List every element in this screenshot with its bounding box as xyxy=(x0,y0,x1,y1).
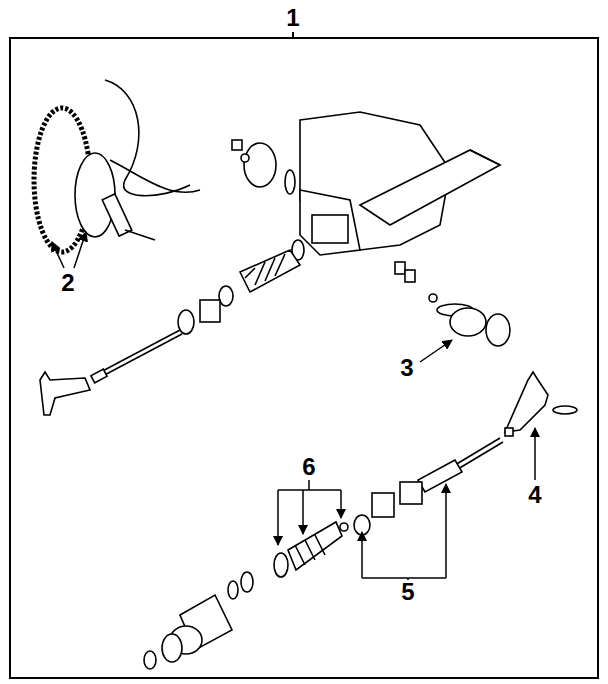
callout-number: 2 xyxy=(61,271,74,295)
lower-assembly xyxy=(144,372,577,669)
callout-number: 1 xyxy=(286,6,299,30)
callout-number: 6 xyxy=(302,455,315,479)
callout-number: 3 xyxy=(400,356,413,380)
upper-assembly xyxy=(34,80,510,415)
callout-number: 5 xyxy=(401,580,414,604)
leader-lines xyxy=(52,232,535,580)
frame xyxy=(10,32,598,678)
callout-number: 4 xyxy=(528,483,541,507)
